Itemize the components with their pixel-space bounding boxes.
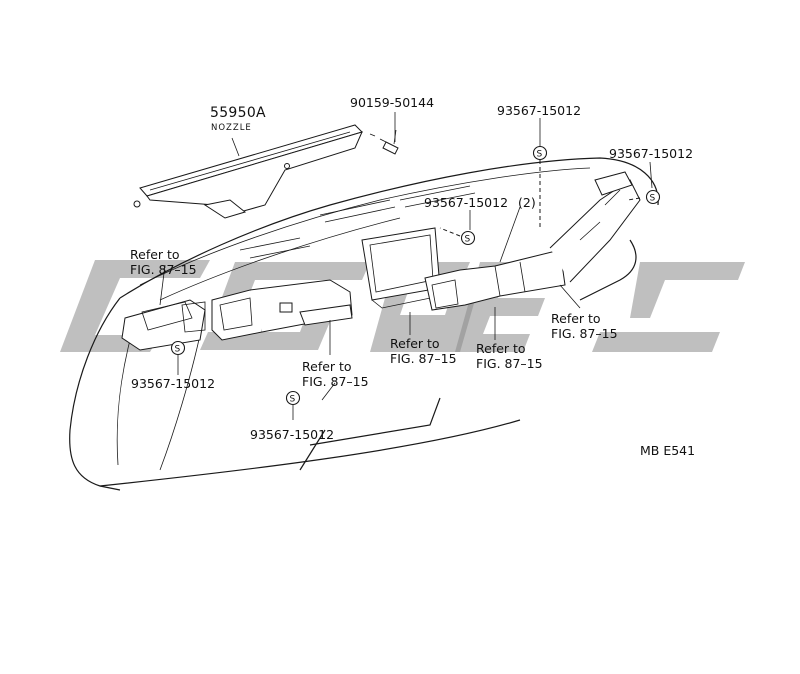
clip-symbol-bottom: S	[285, 390, 301, 406]
refer-label-left-line1: Refer to	[130, 247, 180, 262]
refer-label-duct-line2: FIG. 87–15	[476, 356, 543, 371]
refer-label-center-line2: FIG. 87–15	[390, 351, 457, 366]
refer-label-left-line2: FIG. 87–15	[130, 262, 197, 277]
clip-part-number-left: 93567-15012	[131, 376, 216, 391]
refer-label-center-line1: Refer to	[390, 336, 440, 351]
refer-label-mid-line2: FIG. 87–15	[302, 374, 369, 389]
refer-label-right-line1: Refer to	[551, 311, 601, 326]
left-duct	[211, 279, 353, 341]
clip-symbol-top: S	[532, 145, 548, 161]
clip-symbol-left: S	[170, 340, 186, 356]
right-duct	[424, 171, 641, 311]
screw-part-number: 90159-50144	[350, 95, 435, 110]
refer-label-duct-line1: Refer to	[476, 341, 526, 356]
svg-text:S: S	[537, 150, 543, 160]
clip-part-number-center: 93567-15012	[424, 195, 509, 210]
svg-text:S: S	[175, 345, 181, 355]
refer-label-right-line2: FIG. 87–15	[551, 326, 618, 341]
screw	[369, 129, 399, 155]
nozzle-name-label: NOZZLE	[211, 123, 252, 133]
svg-text:S: S	[290, 395, 296, 405]
clip-part-number-right: 93567-15012	[609, 146, 694, 161]
figure-code: MB E541	[640, 443, 696, 458]
svg-text:S: S	[650, 194, 656, 204]
clip-symbol-right: S	[645, 189, 661, 205]
refer-label-mid-line1: Refer to	[302, 359, 352, 374]
left-side-register	[121, 299, 206, 351]
clip-symbol-center: S	[460, 230, 476, 246]
dashboard-panel	[69, 157, 659, 491]
center-register	[361, 227, 446, 309]
clip-part-number-bottom: 93567-15012	[250, 427, 335, 442]
clip-part-number-top: 93567-15012	[497, 103, 582, 118]
defroster-nozzle	[133, 124, 363, 219]
nozzle-part-number: 55950A	[210, 105, 266, 121]
svg-text:S: S	[465, 235, 471, 245]
leader-lines	[159, 112, 653, 420]
clip-quantity: (2)	[518, 195, 536, 210]
